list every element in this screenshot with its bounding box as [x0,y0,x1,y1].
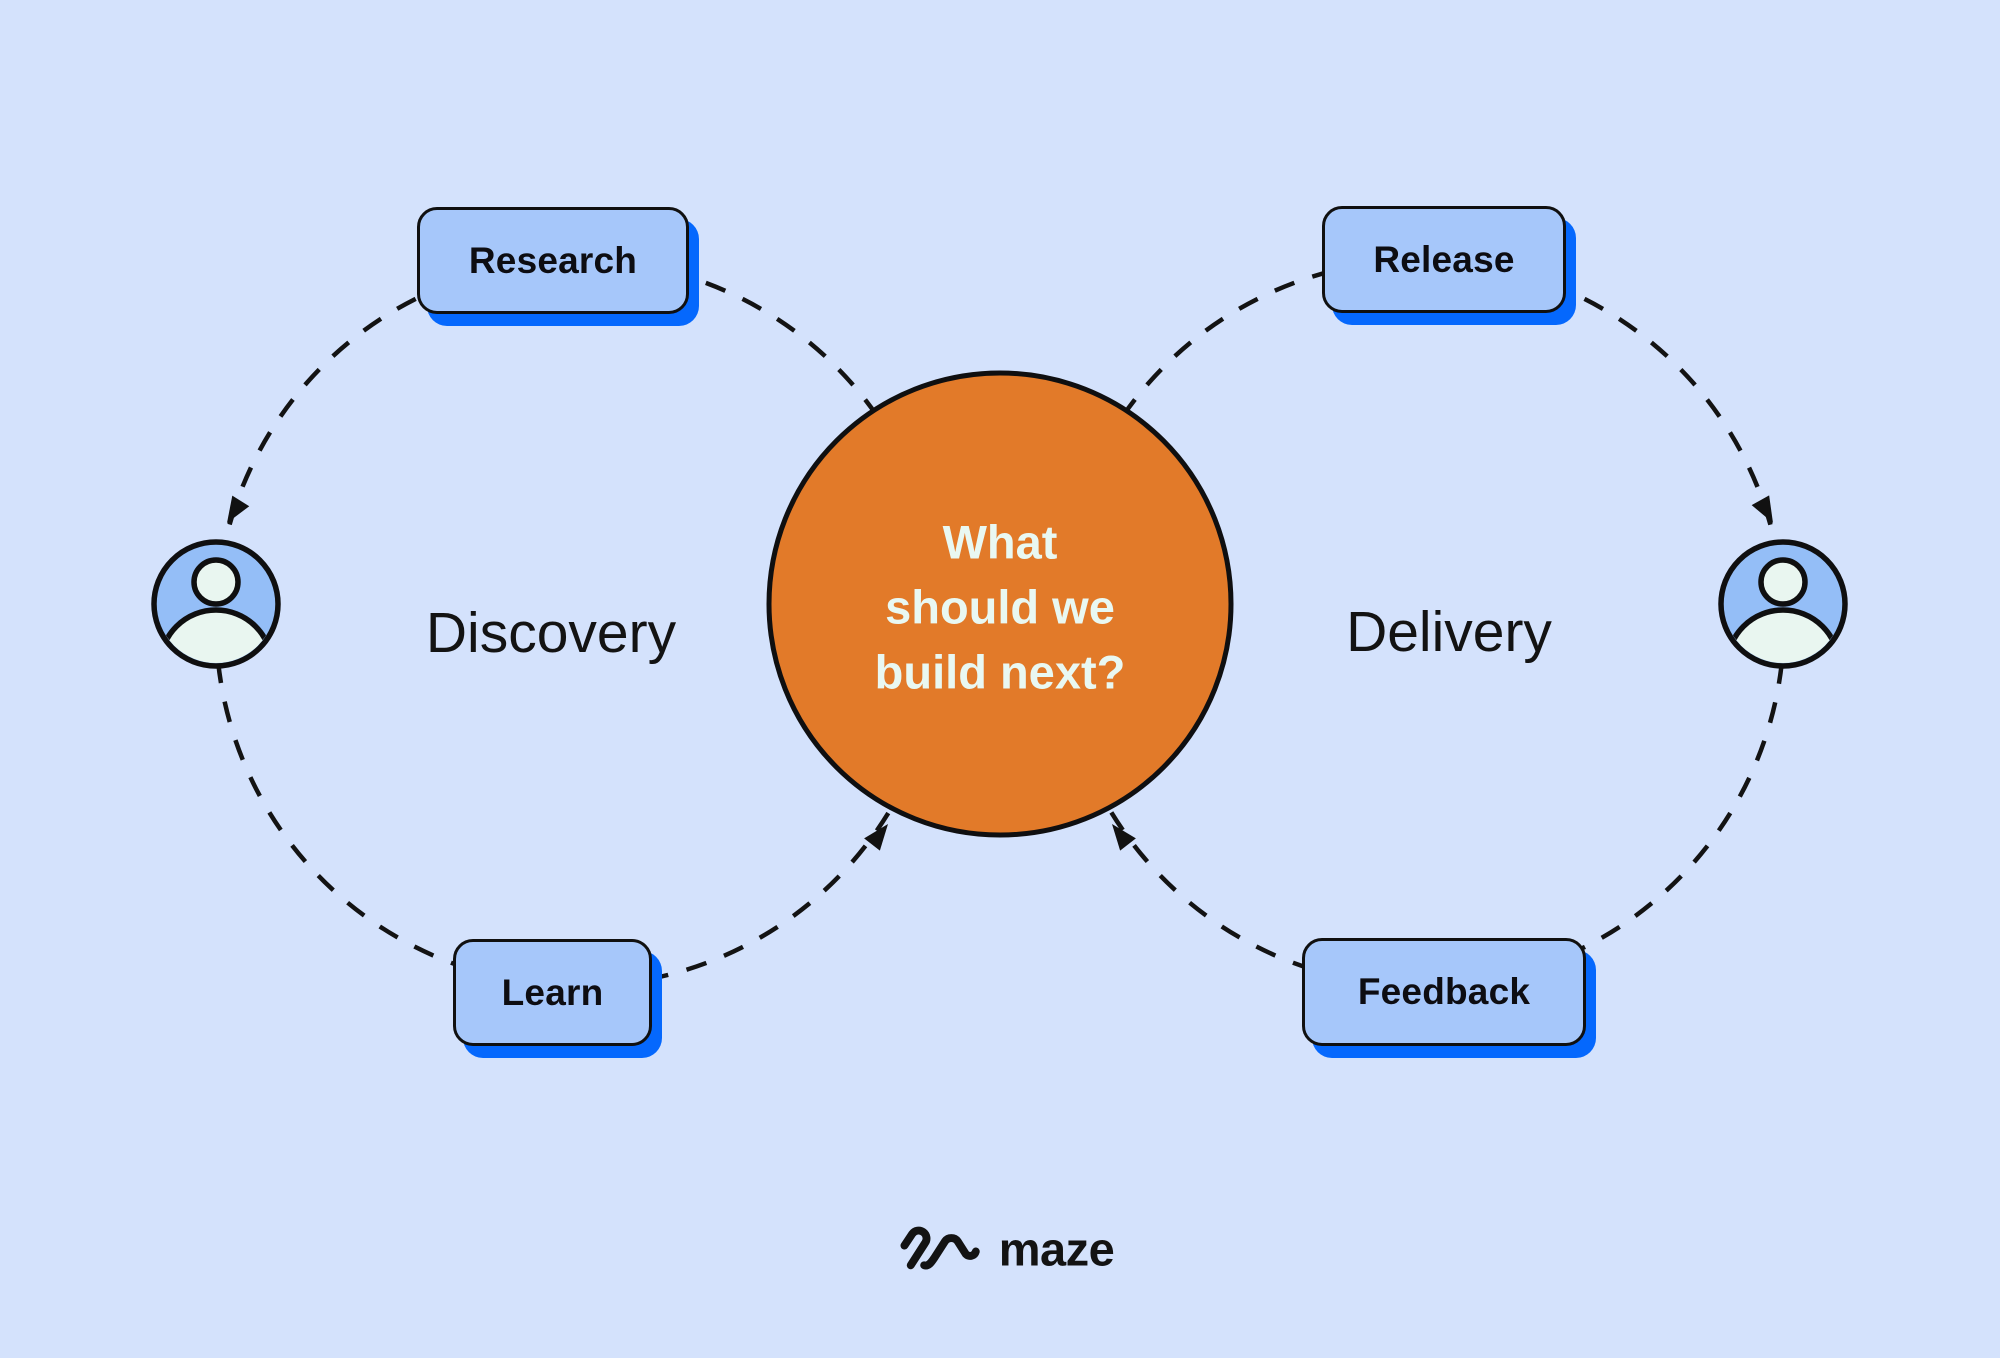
center-question-text: What should we build next? [760,510,1240,705]
delivery-loop-label: Delivery [1346,600,1552,664]
arrowhead-to-left-user [227,495,250,523]
user-icon [151,539,281,669]
center-question-line2: should we [885,580,1115,634]
discovery-loop-label: Discovery [425,601,677,665]
research-label: Research [468,239,638,281]
maze-logo-icon [900,1226,980,1269]
arrowhead-learn-to-circle [864,824,888,851]
arrowhead-feedback-to-circle [1112,824,1136,851]
center-question-circle [766,370,1234,838]
feedback-label: Feedback [1357,971,1531,1012]
research-node: Research [417,207,689,314]
learn-label: Learn [501,971,604,1013]
learn-node: Learn [453,939,652,1046]
arrowhead-to-right-user [1751,495,1773,523]
release-label: Release [1373,238,1515,280]
maze-wordmark: maze [998,1222,1115,1276]
release-node: Release [1322,206,1566,313]
center-question-line1: What [942,515,1058,569]
user-icon [1718,539,1848,669]
feedback-node: Feedback [1302,938,1586,1046]
maze-logo: maze [900,1222,1115,1277]
center-question-line3: build next? [874,645,1126,699]
